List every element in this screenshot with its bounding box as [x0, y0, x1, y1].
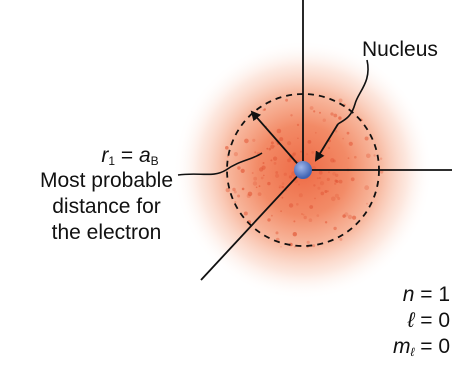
y-axis: [200, 169, 304, 281]
r1-leader-line: [177, 152, 263, 176]
quantum-number-l: ℓ = 0: [407, 309, 450, 332]
most-probable-distance-caption: Most probable distance for the electron: [4, 168, 209, 246]
caption-line: Most probable: [39, 169, 174, 192]
radius-arrow: [250, 110, 304, 171]
r1-equals-aB-label: r1 = aB: [101, 144, 159, 168]
nucleus: [294, 161, 312, 179]
quantum-number-ml: mℓ = 0: [392, 335, 450, 359]
nucleus-label: Nucleus: [362, 38, 438, 61]
caption-line: distance for: [52, 195, 161, 218]
caption-line: the electron: [51, 221, 162, 244]
most-probable-radius-circle: [226, 93, 380, 247]
quantum-number-n: n = 1: [402, 283, 450, 306]
nucleus-leader-line: [337, 59, 369, 125]
nucleus-arrow: [314, 123, 339, 162]
quantum-numbers: n = 1 ℓ = 0 mℓ = 0: [368, 282, 450, 365]
